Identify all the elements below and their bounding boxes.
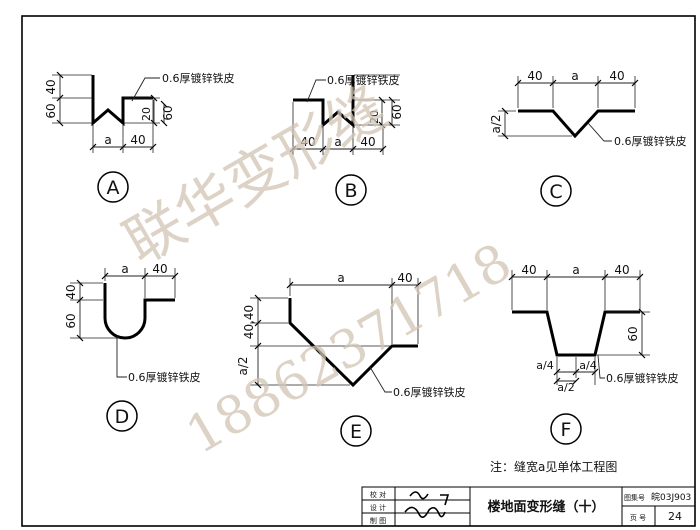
- sheet-border: [21, 15, 696, 527]
- dim-f-a-half: a/2: [557, 381, 574, 394]
- detail-b: 20 60 40 a 40 0.6厚镀锌铁皮 B: [289, 73, 404, 206]
- detail-a: 40 60 20 60 a 40 0.6厚镀锌铁皮 A: [44, 71, 235, 203]
- label-c: C: [549, 181, 562, 203]
- tb-row-design: 设 计: [370, 503, 386, 512]
- material-label-f: 0.6厚镀锌铁皮: [606, 371, 679, 385]
- dim-e-a-half: a/2: [236, 356, 250, 375]
- dim-a-20: 20: [140, 107, 153, 121]
- detail-f: 40 a 40 60 a/4 a/4 a/2 0.6厚镀锌铁皮 F: [508, 263, 679, 445]
- label-f: F: [561, 419, 572, 441]
- tb-row-draw: 制 图: [370, 516, 386, 525]
- detail-e-profile: [288, 298, 418, 388]
- dim-d-a: a: [121, 262, 128, 276]
- page-number: 24: [668, 510, 682, 523]
- detail-d-profile: [103, 283, 175, 340]
- dim-b-40a: 40: [300, 135, 315, 149]
- dim-f-40a: 40: [521, 263, 536, 277]
- dim-f-40b: 40: [614, 263, 629, 277]
- title-block: 校 对 设 计 制 图 楼地面变形缝（十） 图集号 皖03J903 页 号 24: [361, 486, 696, 527]
- label-b: B: [344, 180, 357, 202]
- detail-f-profile: [512, 310, 640, 357]
- dim-c-a-half: a/2: [489, 114, 503, 133]
- dim-d-40b: 40: [152, 262, 167, 276]
- material-label-a: 0.6厚镀锌铁皮: [162, 71, 235, 85]
- page-label: 页 号: [630, 514, 646, 522]
- dim-a-40b: 40: [130, 133, 145, 147]
- dim-b-40b: 40: [360, 135, 375, 149]
- detail-e: a 40 40,40 a/2 0.6厚镀锌铁皮 E: [236, 271, 466, 447]
- signature: [404, 491, 450, 518]
- material-label-b: 0.6厚镀锌铁皮: [327, 73, 400, 87]
- dim-c-a: a: [571, 69, 578, 83]
- dim-c-40a: 40: [527, 69, 542, 83]
- dim-a-60b: 60: [161, 105, 175, 120]
- atlas-number: 皖03J903: [651, 491, 691, 503]
- tb-row-check: 校 对: [370, 490, 386, 499]
- dim-c-40b: 40: [609, 69, 624, 83]
- dim-d-60: 60: [64, 313, 78, 328]
- drawing-title: 楼地面变形缝（十）: [487, 499, 604, 515]
- dim-e-a: a: [337, 271, 344, 285]
- detail-d: 40 60 a 40 0.6厚镀锌铁皮 D: [64, 262, 201, 432]
- material-label-e: 0.6厚镀锌铁皮: [393, 385, 466, 399]
- detail-c-profile: [518, 109, 635, 139]
- dim-e-40: 40: [397, 271, 412, 285]
- dim-f-a-quarter-r: a/4: [579, 359, 596, 372]
- detail-c: 40 a 40 a/2 0.6厚镀锌铁皮 C: [489, 69, 687, 207]
- note: 注：缝宽a见单体工程图: [490, 459, 617, 474]
- label-d: D: [115, 406, 130, 428]
- detail-b-profile: [293, 75, 355, 129]
- dim-f-a-quarter-l: a/4: [536, 359, 553, 372]
- dim-b-60: 60: [390, 104, 404, 119]
- dim-a-60: 60: [44, 103, 58, 118]
- label-a: A: [107, 177, 120, 199]
- dim-b-a: a: [334, 135, 341, 149]
- dim-a-a: a: [104, 133, 111, 147]
- dim-d-40: 40: [64, 284, 78, 299]
- dim-e-40-40: 40,40: [242, 305, 256, 339]
- label-e: E: [350, 421, 362, 443]
- dim-b-20: 20: [368, 110, 381, 124]
- dim-f-a: a: [572, 263, 579, 277]
- material-label-d: 0.6厚镀锌铁皮: [128, 370, 201, 384]
- dim-a-40: 40: [44, 79, 58, 94]
- material-label-c: 0.6厚镀锌铁皮: [614, 134, 687, 148]
- atlas-label: 图集号: [624, 493, 645, 502]
- dim-f-60: 60: [626, 326, 640, 341]
